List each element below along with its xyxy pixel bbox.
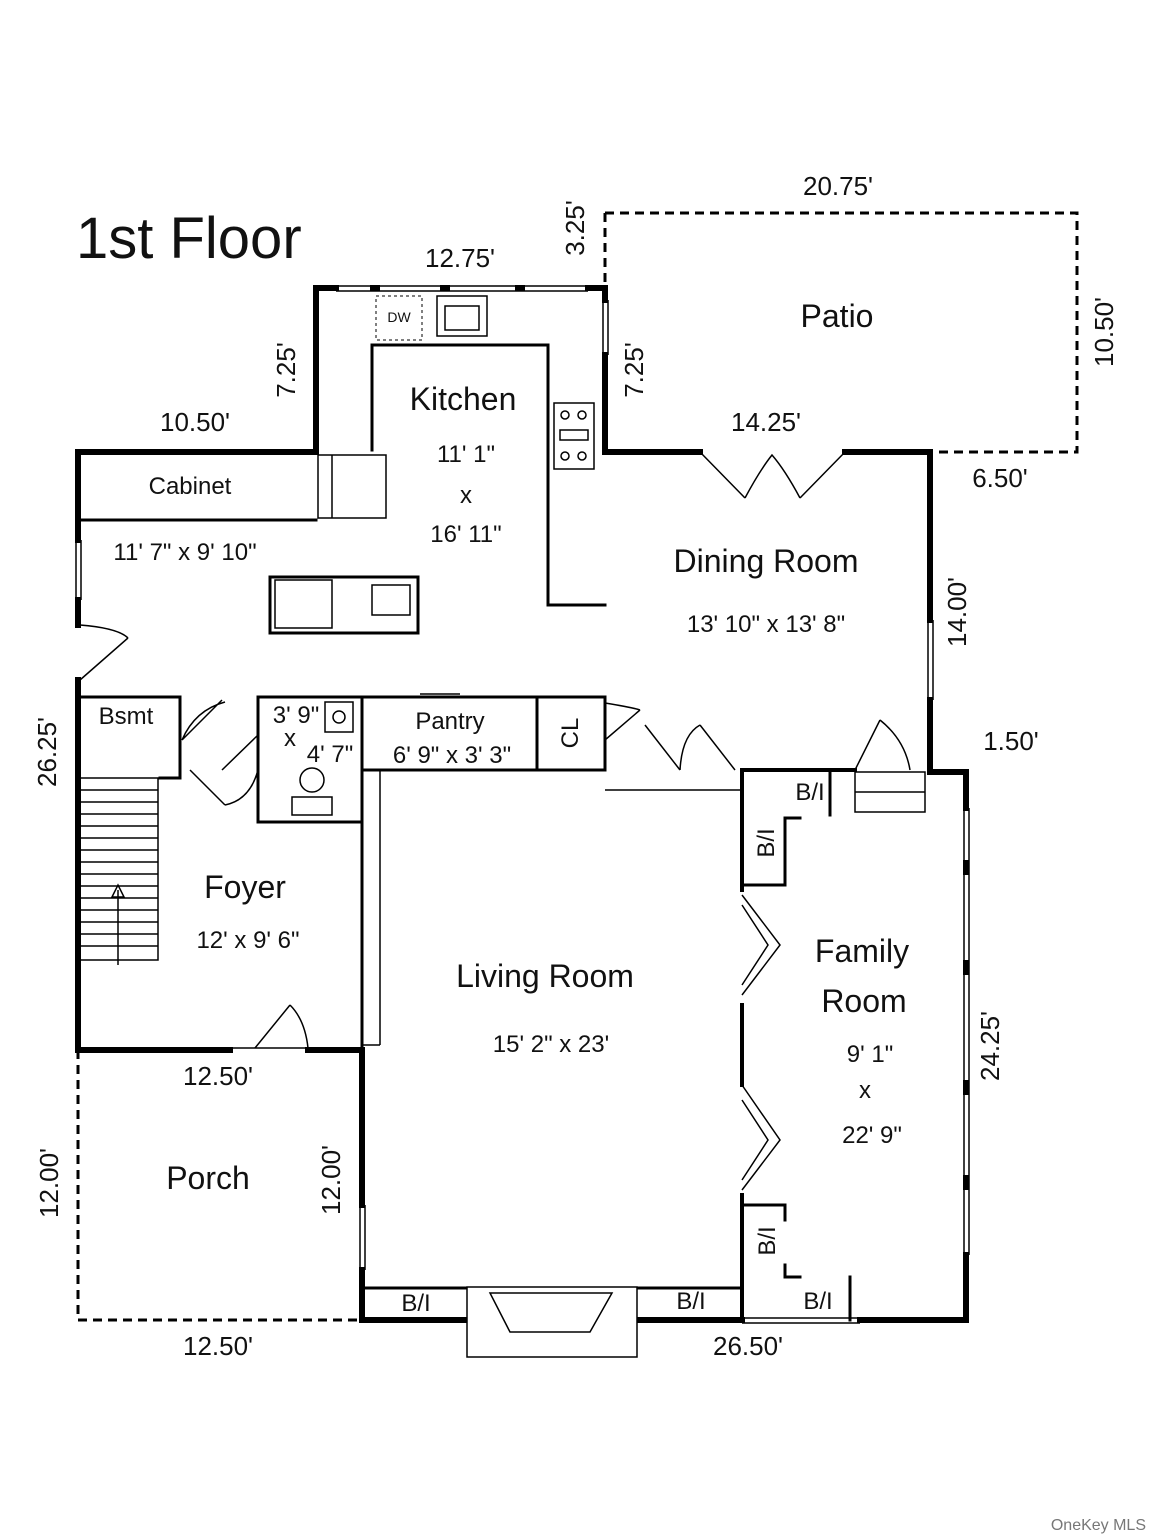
bi-label-2: B/I (753, 828, 780, 857)
porch-outline (76, 1050, 360, 1322)
bath-height: 4' 7" (307, 741, 353, 768)
dim-cabinet-top: 10.50' (160, 407, 230, 437)
stairs (79, 777, 159, 965)
island-sink-icon (371, 584, 411, 616)
dim-left-side: 26.25' (32, 717, 62, 787)
refrigerator-icon (317, 454, 387, 519)
dim-patio-top: 20.75' (803, 171, 873, 201)
dim-step: 1.50' (983, 726, 1039, 756)
family-label-line1: Family (815, 933, 909, 969)
bath-sink-icon (324, 701, 354, 733)
family-label-line2: Room (821, 983, 906, 1019)
dining-label: Dining Room (674, 543, 859, 579)
dim-family-side: 24.25' (975, 1011, 1005, 1081)
bsmt-label: Bsmt (99, 703, 154, 730)
bi-label-5: B/I (401, 1290, 430, 1317)
closet-label: CL (557, 718, 584, 749)
kitchen-width: 11' 1" (437, 441, 495, 468)
kitchen-x: x (460, 482, 472, 509)
foyer-size: 12' x 9' 6" (196, 927, 299, 954)
dim-dining-side: 14.00' (942, 577, 972, 647)
dim-bottom: 26.50' (713, 1331, 783, 1361)
patio-outline (605, 211, 1079, 454)
family-x: x (859, 1077, 871, 1104)
kitchen-height: 16' 11" (430, 521, 501, 548)
foyer-label: Foyer (204, 869, 286, 905)
bi-label-4: B/I (803, 1288, 832, 1315)
dim-patio-offset: 3.25' (560, 200, 590, 256)
cabinet-size: 11' 7" x 9' 10" (113, 539, 256, 566)
bi-label-1: B/I (795, 779, 824, 806)
dim-dining-right-offset: 6.50' (972, 463, 1028, 493)
dim-kitchen-top: 12.75' (425, 243, 495, 273)
pantry-label: Pantry (415, 708, 484, 735)
dishwasher-icon (375, 295, 423, 341)
living-label: Living Room (456, 958, 634, 994)
bath-x: x (284, 725, 296, 752)
exterior-walls (75, 285, 969, 1323)
bi-label-6: B/I (676, 1288, 705, 1315)
dim-patio-side: 10.50' (1089, 297, 1119, 367)
dining-size: 13' 10" x 13' 8" (687, 611, 845, 638)
dim-porch-left: 12.00' (34, 1148, 64, 1218)
porch-label: Porch (166, 1160, 250, 1196)
cabinet-label: Cabinet (149, 473, 232, 500)
toilet-icon (299, 767, 325, 793)
family-width: 9' 1" (847, 1041, 893, 1068)
patio-label: Patio (801, 298, 874, 334)
bath-width: 3' 9" (273, 702, 319, 729)
floor-title: 1st Floor (76, 206, 302, 271)
kitchen-label: Kitchen (410, 381, 517, 417)
dim-dining-top: 14.25' (731, 407, 801, 437)
pantry-size: 6' 9" x 3' 3" (393, 742, 511, 769)
dim-foyer-bottom: 12.50' (183, 1061, 253, 1091)
dim-kitchen-left: 7.25' (271, 342, 301, 398)
dw-label: DW (387, 309, 411, 325)
bi-label-3: B/I (754, 1226, 781, 1255)
dim-kitchen-right: 7.25' (619, 342, 649, 398)
room-labels: Kitchen 11' 1" x 16' 11" Cabinet 11' 7" … (99, 298, 909, 1317)
doors (79, 451, 926, 1191)
watermark-credit: OneKey MLS (1051, 1517, 1146, 1534)
living-size: 15' 2" x 23' (493, 1031, 609, 1058)
family-height: 22' 9" (842, 1122, 902, 1149)
dimension-labels: 12.75' 20.75' 3.25' 10.50' 7.25' 7.25' 1… (32, 171, 1119, 1361)
fixtures (268, 295, 638, 1358)
dim-porch-bottom: 12.50' (183, 1331, 253, 1361)
interior-walls (76, 343, 857, 1322)
window-mullions (370, 285, 969, 1323)
dim-porch-right: 12.00' (316, 1145, 346, 1215)
